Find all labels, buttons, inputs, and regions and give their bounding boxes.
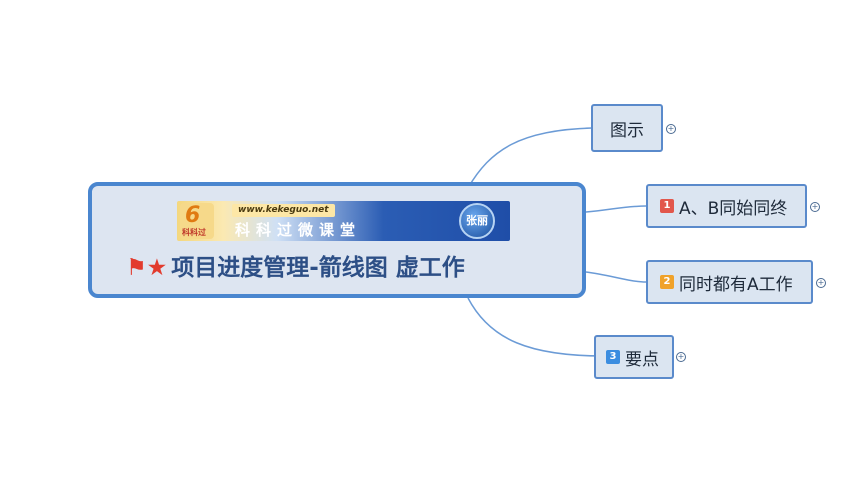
priority-badge-1: 1 [660,199,674,213]
expand-topic-both-have-a-icon[interactable]: + [816,278,826,288]
topic-both-have-a[interactable]: 2 同时都有A工作 [646,260,813,304]
logo-text: 科科过 [182,228,206,237]
expand-topic-key-points-icon[interactable]: + [676,352,686,362]
banner-tagline: 科科过微课堂 [235,221,362,239]
connector-topic-1 [467,127,593,189]
author-badge: 张丽 [459,203,495,239]
star-icon: ★ [146,255,168,281]
central-topic[interactable]: 6 科科过 www.kekeguo.net 科科过微课堂 张丽 ⚑★项目进度管理… [88,182,586,298]
connector-topic-4 [467,297,605,357]
topic-key-points[interactable]: 3 要点 [594,335,674,379]
priority-badge-3: 3 [606,350,620,364]
priority-badge-2: 2 [660,275,674,289]
expand-topic-same-start-end-icon[interactable]: + [810,202,820,212]
topic-same-start-end[interactable]: 1 A、B同始同终 [646,184,807,228]
expand-topic-diagram-icon[interactable]: + [666,124,676,134]
connector-topic-2 [585,205,647,213]
connector-topic-3 [585,271,647,283]
site-url: www.kekeguo.net [232,204,335,217]
brand-logo: 6 科科过 [180,203,214,239]
brand-banner: 6 科科过 www.kekeguo.net 科科过微课堂 张丽 [177,201,510,241]
central-title: ⚑★项目进度管理-箭线图 虚工作 [126,248,566,282]
logo-mark: 6 [185,203,201,228]
topic-label: A、B同始同终 [679,198,788,219]
topic-label: 图示 [610,120,644,141]
topic-diagram[interactable]: 图示 [591,104,663,152]
topic-label: 要点 [625,349,659,370]
topic-label: 同时都有A工作 [679,274,793,295]
flag-icon: ⚑ [126,255,147,281]
central-title-text: 项目进度管理-箭线图 虚工作 [171,255,465,281]
